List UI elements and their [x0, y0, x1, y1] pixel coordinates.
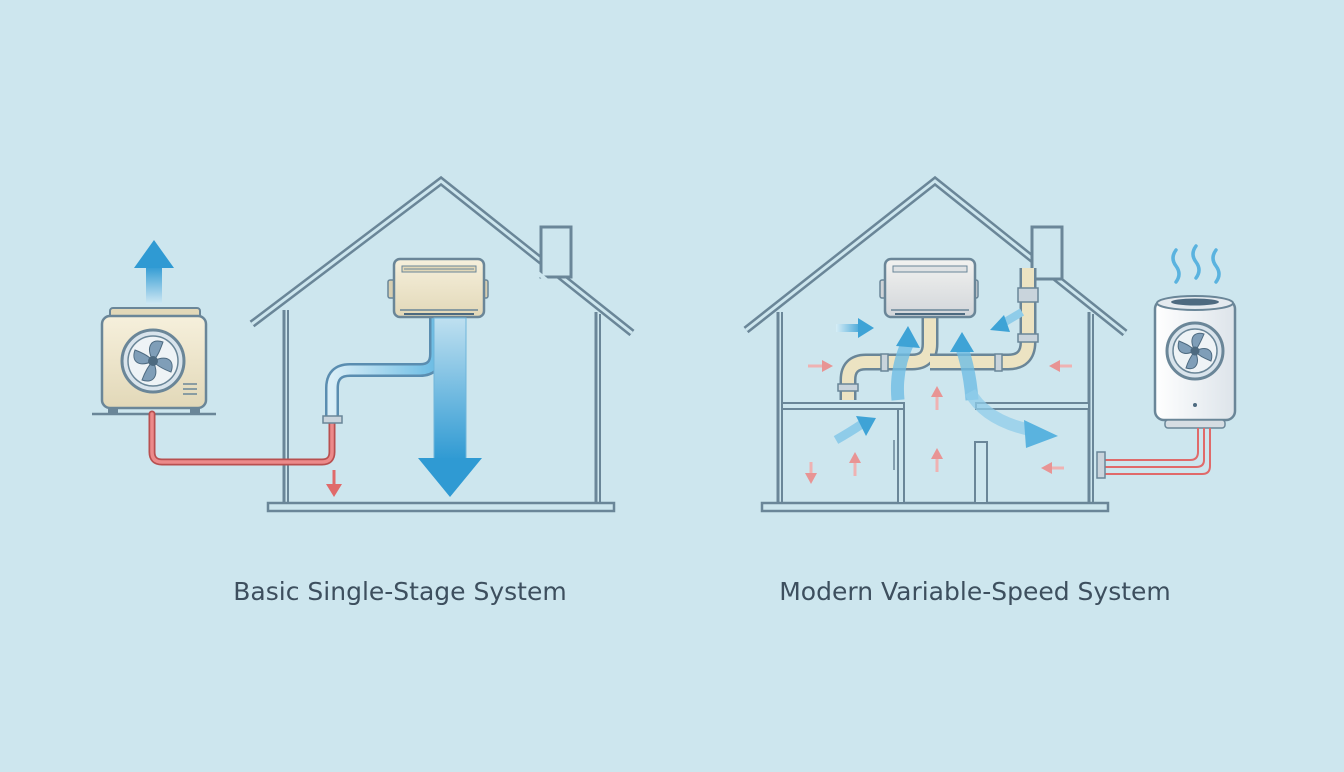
small-red-arrow-down [326, 470, 342, 497]
indoor-air-handler-icon [879, 257, 979, 319]
right-house-floor [760, 501, 1110, 513]
chimney [539, 225, 573, 279]
outdoor-condenser-icon [92, 307, 216, 416]
caption-variable-speed: Modern Variable-Speed System [779, 577, 1171, 606]
coolant-pipe-blue [322, 316, 443, 424]
airflow-arrows-pink [805, 360, 1072, 484]
left-house [249, 175, 635, 513]
refrigerant-lines-hot [1096, 428, 1211, 479]
right-house [743, 175, 1128, 513]
heat-waves-icon [1171, 244, 1221, 284]
chimney [1030, 225, 1064, 281]
left-house-floor [266, 501, 616, 513]
caption-single-stage: Basic Single-Stage System [233, 577, 567, 606]
airflow-arrows-blue [833, 308, 1058, 448]
cool-air-arrow-down [418, 317, 482, 497]
exhaust-arrow-up [134, 240, 174, 304]
heat-pump-icon [1153, 295, 1237, 429]
refrigerant-line-hot [148, 410, 336, 466]
fan-icon [120, 328, 186, 394]
duct-pipes [837, 268, 1039, 400]
fan-icon [1165, 321, 1225, 381]
indoor-air-handler-icon [387, 257, 489, 319]
